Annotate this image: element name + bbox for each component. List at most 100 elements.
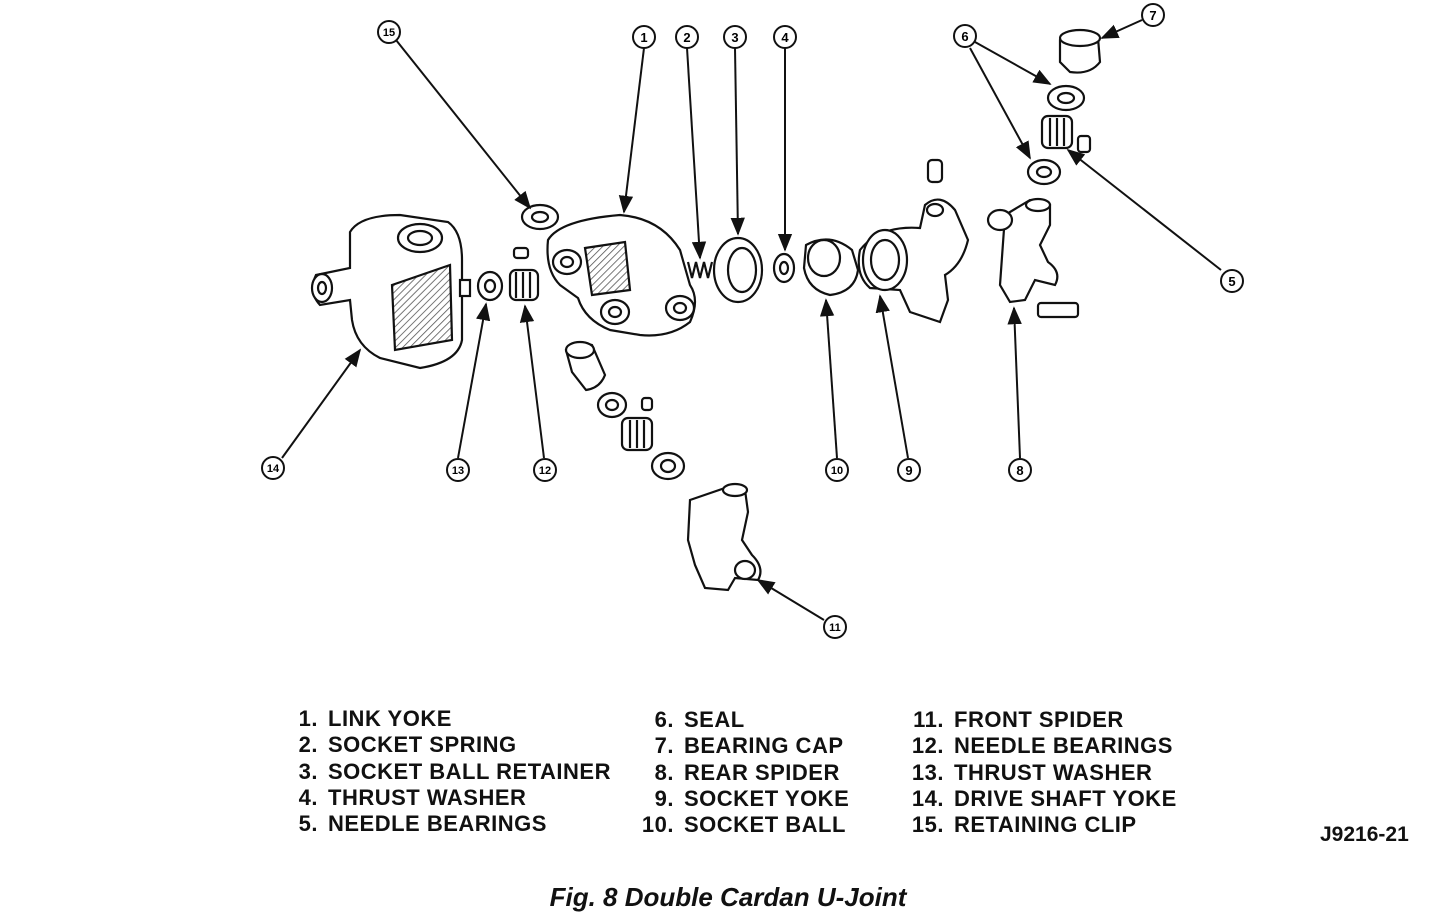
callout-7: 7 — [1141, 3, 1165, 27]
callout-9: 9 — [897, 458, 921, 482]
legend-number: 6. — [654, 707, 674, 732]
svg-text:9: 9 — [905, 463, 912, 478]
svg-text:14: 14 — [267, 463, 280, 475]
front-spider-lower-seal-part — [650, 451, 686, 481]
leader-6b — [969, 47, 1031, 160]
legend-number: 2. — [298, 732, 318, 758]
legend-item: 7. BEARING CAP — [632, 733, 849, 759]
legend-label: THRUST WASHER — [954, 759, 1153, 785]
leader-11 — [756, 579, 825, 621]
legend-item: 6. SEAL — [632, 707, 849, 733]
legend-number: 4. — [298, 784, 318, 810]
leader-6a — [974, 41, 1052, 85]
legend-label: SOCKET SPRING — [328, 732, 517, 758]
legend-number: 9. — [654, 785, 674, 811]
svg-text:3: 3 — [731, 30, 738, 45]
legend-number: 5. — [298, 811, 318, 837]
callout-6: 6 — [953, 24, 977, 48]
svg-text:6: 6 — [961, 29, 968, 44]
leader-8 — [1007, 306, 1022, 459]
legend-label: REAR SPIDER — [684, 759, 840, 785]
legend-item: 2. SOCKET SPRING — [284, 732, 611, 758]
svg-text:11: 11 — [829, 622, 841, 634]
svg-text:4: 4 — [781, 30, 789, 45]
front-spider-needle-bearings-part — [620, 396, 654, 452]
legend-item: 13. THRUST WASHER — [900, 760, 1177, 786]
bearing-cap-part — [1058, 28, 1102, 74]
callout-4: 4 — [773, 25, 797, 49]
callout-10: 10 — [825, 458, 849, 482]
legend-item: 1. LINK YOKE — [284, 706, 611, 732]
legend-label: SOCKET BALL — [684, 812, 846, 838]
socket-ball-retainer-part — [712, 236, 764, 304]
legend-label: NEEDLE BEARINGS — [954, 733, 1173, 759]
legend-item: 4. THRUST WASHER — [284, 785, 611, 811]
legend-number: 7. — [654, 733, 674, 759]
leader-12 — [519, 304, 545, 459]
legend-item: 3. SOCKET BALL RETAINER — [284, 759, 611, 785]
legend-number: 13. — [911, 759, 944, 785]
legend-item: 10. SOCKET BALL — [632, 812, 849, 838]
legend-item: 5. NEEDLE BEARINGS — [284, 811, 611, 837]
leader-5 — [1066, 148, 1222, 271]
callout-15: 15 — [377, 20, 401, 44]
leader-1 — [618, 47, 645, 214]
callout-11: 11 — [823, 615, 847, 639]
legend-item: 14. DRIVE SHAFT YOKE — [900, 786, 1177, 812]
leader-13 — [457, 302, 491, 459]
legend-label: DRIVE SHAFT YOKE — [954, 785, 1177, 811]
leader-3 — [730, 47, 745, 236]
legend-label: THRUST WASHER — [328, 784, 527, 810]
legend-number: 14. — [911, 785, 944, 811]
rear-spider-part — [986, 197, 1080, 319]
callout-12: 12 — [533, 458, 557, 482]
socket-yoke-part — [857, 158, 970, 324]
drive-shaft-yoke-part — [310, 213, 472, 370]
callout-8: 8 — [1008, 458, 1032, 482]
callout-3: 3 — [723, 25, 747, 49]
legend-label: BEARING CAP — [684, 733, 844, 759]
thrust-washer-4-part — [772, 252, 796, 284]
legend-number: 8. — [654, 759, 674, 785]
leader-14 — [281, 348, 362, 459]
svg-text:15: 15 — [383, 27, 395, 39]
legend-item: 8. REAR SPIDER — [632, 760, 849, 786]
socket-spring-part — [686, 261, 714, 279]
thrust-washer-13-part — [476, 270, 504, 302]
legend-label: FRONT SPIDER — [954, 707, 1124, 732]
callout-2: 2 — [675, 25, 699, 49]
figure-caption: Fig. 8 Double Cardan U-Joint — [549, 882, 907, 912]
link-yoke-part — [546, 213, 697, 337]
legend-label: RETAINING CLIP — [954, 812, 1137, 838]
leader-2 — [686, 47, 707, 260]
legend-label: LINK YOKE — [328, 706, 452, 731]
legend-number: 11. — [913, 707, 944, 732]
callout-14: 14 — [261, 456, 285, 480]
figure-code: J9216-21 — [1320, 823, 1409, 846]
svg-text:12: 12 — [539, 465, 551, 477]
svg-text:13: 13 — [452, 465, 464, 477]
leader-9 — [875, 294, 909, 459]
seal-lower-part — [1026, 158, 1062, 186]
seal-upper-part — [1046, 84, 1086, 112]
legend-column-3: 11. FRONT SPIDER 12. NEEDLE BEARINGS 13. TH… — [900, 707, 1177, 838]
legend-label: SEAL — [684, 707, 745, 732]
legend-item: 9.SOCKET YOKE — [632, 786, 849, 812]
leader-7 — [1100, 19, 1143, 39]
legend-item: 15.RETAINING CLIP — [900, 812, 1177, 838]
legend-number: 10. — [641, 812, 674, 838]
needle-bearings-5-part — [1040, 114, 1092, 154]
svg-text:7: 7 — [1149, 8, 1156, 23]
svg-text:2: 2 — [683, 30, 690, 45]
legend-label: NEEDLE BEARINGS — [328, 811, 547, 837]
callout-1: 1 — [632, 25, 656, 49]
front-spider-bearing-cap-part — [564, 340, 607, 392]
legend-label: SOCKET BALL RETAINER — [328, 758, 611, 784]
legend-number: 1. — [298, 706, 318, 731]
svg-text:10: 10 — [831, 465, 843, 477]
leader-15 — [395, 39, 532, 210]
legend-number: 12. — [911, 733, 944, 759]
legend-number: 3. — [298, 758, 318, 784]
legend-item: 11. FRONT SPIDER — [900, 707, 1177, 733]
svg-text:1: 1 — [640, 30, 647, 45]
